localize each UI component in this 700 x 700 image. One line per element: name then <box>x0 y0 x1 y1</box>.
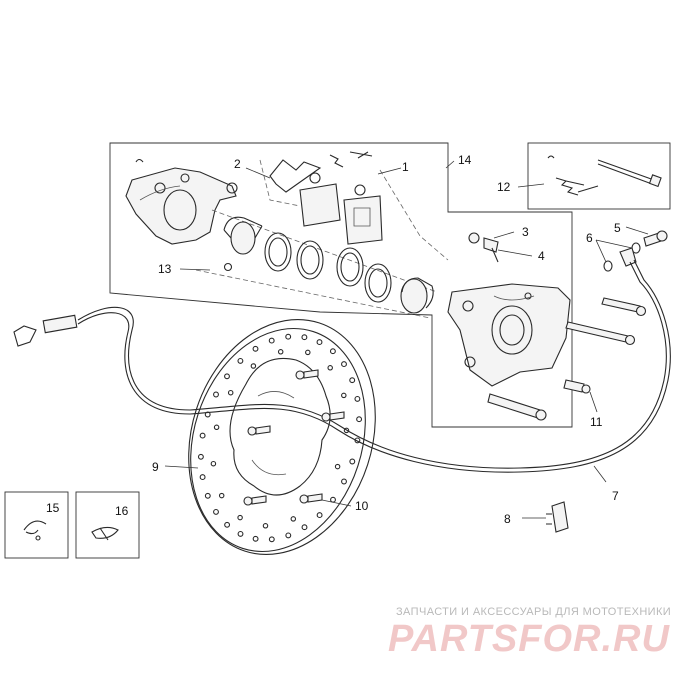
disc-hole <box>330 496 336 503</box>
disc-hole <box>301 524 308 531</box>
disc-hole <box>285 532 292 539</box>
callout-2: 2 <box>234 157 241 171</box>
brake-disc <box>188 318 376 556</box>
brake-pads <box>259 151 449 261</box>
callout-7: 7 <box>612 489 619 503</box>
disc-hole <box>204 411 211 418</box>
clip-16 <box>91 526 119 541</box>
disc-hole <box>224 373 230 380</box>
piston-seal-row <box>195 209 438 319</box>
callout-14: 14 <box>458 153 472 167</box>
disc-hole <box>301 334 308 341</box>
disc-hole <box>218 492 225 499</box>
disc-hole <box>237 530 244 537</box>
disc-hole <box>210 460 217 467</box>
disc-hole <box>305 349 311 356</box>
disc-hole <box>341 392 347 399</box>
disc-hole <box>262 523 269 529</box>
disc-hole <box>327 365 333 371</box>
watermark-logo: PARTSFOR.RU <box>388 618 670 660</box>
caliper-body-right <box>447 283 571 421</box>
disc-hole <box>316 512 323 519</box>
callout-16: 16 <box>115 504 129 518</box>
caliper-left-half <box>125 158 238 245</box>
box-15-frame <box>4 491 69 559</box>
callout-6: 6 <box>586 231 593 245</box>
disc-hole <box>204 492 211 499</box>
callout-15: 15 <box>46 501 60 515</box>
leader-lines <box>164 160 649 519</box>
disc-hole <box>227 389 234 396</box>
disc-hole <box>237 514 243 521</box>
clip-15 <box>23 520 47 541</box>
group-12-frame <box>527 142 671 210</box>
disc-hole <box>213 424 220 431</box>
disc-hole <box>334 463 341 470</box>
callout-1: 1 <box>402 160 409 174</box>
callout-9: 9 <box>152 460 159 474</box>
disc-hole <box>237 357 244 364</box>
brake-hose <box>13 259 671 473</box>
disc-hole <box>213 391 219 398</box>
bleeder-valve <box>468 232 499 263</box>
hose-clip <box>546 501 569 533</box>
disc-hole <box>197 453 204 460</box>
callout-11: 11 <box>590 415 603 429</box>
callout-10: 10 <box>355 499 369 513</box>
disc-hole <box>341 478 347 485</box>
caliper-mount-bolts <box>563 230 668 394</box>
disc-hole <box>354 437 361 444</box>
callout-8: 8 <box>504 512 511 526</box>
callout-5: 5 <box>614 221 621 235</box>
callout-3: 3 <box>522 225 529 239</box>
pad-pin-kit-spare <box>547 155 662 196</box>
watermark-caption: ЗАПЧАСТИ И АКСЕССУАРЫ ДЛЯ МОТОТЕХНИКИ <box>396 606 672 618</box>
disc-hole <box>199 432 206 439</box>
disc-vent-holes <box>197 333 363 543</box>
callout-13: 13 <box>158 262 172 276</box>
disc-hole <box>290 516 297 522</box>
disc-hole <box>329 348 336 355</box>
box-16-frame <box>75 491 140 559</box>
disc-hole <box>341 361 347 368</box>
disc-hole <box>349 377 356 384</box>
disc-hole <box>252 535 259 542</box>
disc-hole <box>224 521 231 528</box>
disc-hole <box>199 474 206 481</box>
disc-hole <box>268 337 275 344</box>
callout-4: 4 <box>538 249 545 263</box>
callout-12: 12 <box>497 180 511 194</box>
disc-hole <box>285 333 292 340</box>
disc-hole <box>356 416 363 423</box>
disc-hole <box>277 349 284 355</box>
disc-hole <box>343 427 350 434</box>
disc-hole <box>252 345 259 352</box>
disc-hole <box>354 395 361 402</box>
disc-hole <box>213 508 219 515</box>
disc-hole <box>250 363 257 369</box>
disc-hole <box>316 339 323 346</box>
disc-hole <box>268 536 275 543</box>
group-14-frame <box>109 142 573 428</box>
disc-bolts <box>243 369 345 506</box>
disc-hole <box>349 458 356 465</box>
